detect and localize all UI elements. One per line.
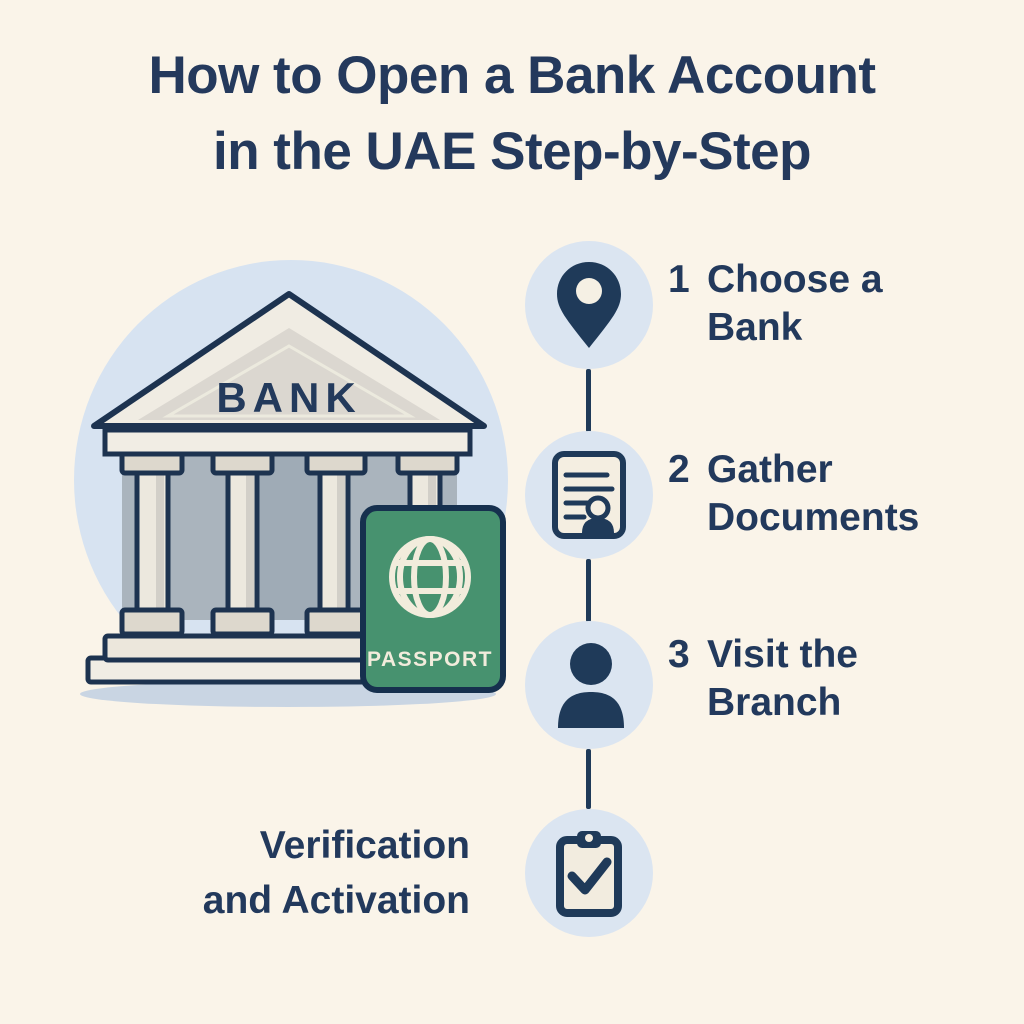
step-3-circle	[525, 621, 653, 749]
page-title-line1: How to Open a Bank Account	[148, 46, 876, 105]
passport-label-text: PASSPORT	[367, 648, 493, 671]
verification-activation-label: Verification and Activation	[203, 818, 470, 928]
step-3-line1: Visit the	[707, 633, 858, 676]
bank-sign-text: BANK	[216, 374, 361, 421]
connector-step3-step4	[586, 749, 591, 809]
step-2-label: 2 Gather Documents	[668, 446, 919, 542]
step-1-line2: Bank	[707, 306, 803, 349]
step-2-circle	[525, 431, 653, 559]
verification-line1: Verification	[259, 824, 470, 867]
person-icon	[558, 643, 624, 728]
step-3-line2: Branch	[707, 681, 842, 724]
verification-line2: and Activation	[202, 879, 470, 922]
location-pin-icon	[557, 262, 621, 348]
page-title: How to Open a Bank Account in the UAE St…	[0, 38, 1024, 190]
step-1-number: 1	[668, 258, 690, 301]
step-1-label: 1 Choose a Bank	[668, 256, 883, 352]
step-2-line2: Documents	[707, 496, 920, 539]
step-1-line1: Choose a	[707, 258, 883, 301]
passport: PASSPORT	[360, 505, 506, 693]
step-3-number: 3	[668, 633, 690, 676]
connector-step2-step3	[586, 559, 591, 622]
step-1-circle	[525, 241, 653, 369]
bank-columns	[119, 450, 460, 637]
step-3-label: 3 Visit the Branch	[668, 631, 858, 727]
step-2-line1: Gather	[707, 448, 833, 491]
clipboard-check-icon	[556, 831, 622, 917]
globe-icon	[389, 536, 471, 618]
bank-pediment: BANK	[91, 291, 487, 429]
bank-building-illustration: BANK PASSPORT	[74, 260, 508, 707]
step-2-number: 2	[668, 448, 690, 491]
page-title-line2: in the UAE Step-by-Step	[212, 122, 812, 181]
connector-step1-step2	[586, 369, 591, 432]
document-icon	[552, 451, 626, 539]
step-4-circle	[525, 809, 653, 937]
